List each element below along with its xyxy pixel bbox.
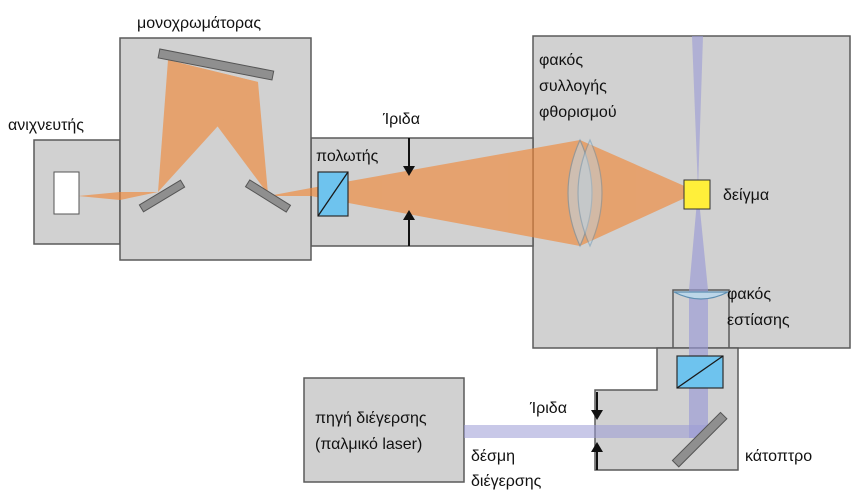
monochromator-mirror-right xyxy=(244,179,292,213)
iris-bottom-arrows xyxy=(591,392,603,470)
polarizer-excitation xyxy=(676,355,724,389)
label-iris-bottom: Ίριδα xyxy=(529,400,567,417)
excitation-beam-focus xyxy=(689,190,708,290)
label-focus-lens-1: φακός xyxy=(727,286,771,303)
focus-lens xyxy=(673,291,729,300)
label-sample: δείγμα xyxy=(723,187,769,204)
monochromator-grating xyxy=(157,48,275,81)
label-beam-1: δέσμη xyxy=(471,448,515,465)
label-monochromator: μονοχρωμάτορας xyxy=(137,15,261,32)
excitation-mirror xyxy=(671,411,728,468)
collection-lens xyxy=(567,138,603,248)
label-collection-lens-3: φθορισμού xyxy=(539,104,617,121)
label-collection-lens-2: συλλογής xyxy=(539,78,607,95)
monochromator-mirror-left xyxy=(138,179,186,213)
emission-light-path xyxy=(78,60,698,246)
sample-cuvette xyxy=(683,179,711,210)
laser-source-box xyxy=(303,377,465,483)
label-source-1: πηγή διέγερσης xyxy=(315,410,427,427)
detector-window xyxy=(53,171,80,215)
monochromator-box xyxy=(119,37,312,261)
label-iris-top: Ίριδα xyxy=(382,111,420,128)
label-focus-lens-2: εστίασης xyxy=(727,312,790,329)
label-source-2: (παλμικό laser) xyxy=(315,436,422,453)
polarizer-emission xyxy=(317,171,349,217)
label-collection-lens-1: φακός xyxy=(539,52,583,69)
label-mirror: κάτοπτρο xyxy=(745,448,812,465)
label-polarizer: πολωτής xyxy=(316,148,379,165)
excitation-beam-upper xyxy=(692,36,703,190)
excitation-beam-horizontal xyxy=(464,425,708,438)
iris-top-arrows xyxy=(403,138,415,246)
label-detector: ανιχνευτής xyxy=(8,117,84,134)
label-beam-2: διέγερσης xyxy=(471,473,542,490)
